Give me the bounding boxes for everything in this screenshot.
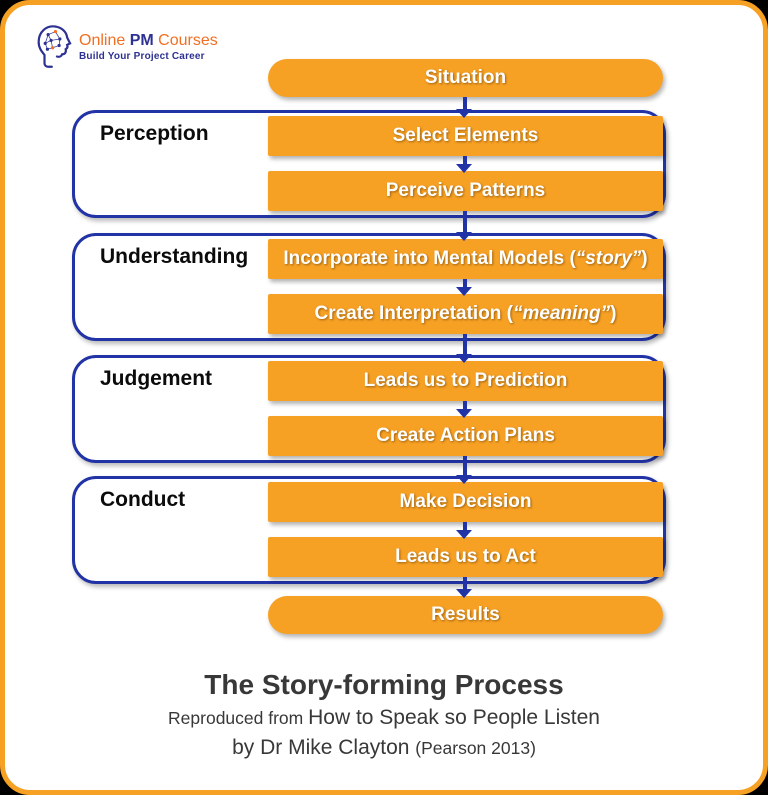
results-label: Results [431, 604, 500, 625]
process-box-incorporate-mental-models: Incorporate into Mental Models (“story”) [268, 239, 663, 279]
box-text: Leads us to Prediction [363, 370, 568, 391]
flow-arrow-down-icon [456, 211, 473, 241]
process-box-leads-to-prediction: Leads us to Prediction [268, 361, 663, 401]
caption-publisher: (Pearson 2013) [415, 738, 536, 758]
brand-logo: Online PM Courses Build Your Project Car… [35, 23, 218, 71]
box-text-emphasis: “meaning” [513, 303, 611, 324]
results-box: Results [268, 596, 663, 634]
logo-head-network-icon [37, 25, 72, 68]
flow-arrow-down-icon [456, 456, 473, 484]
box-text: Incorporate into Mental Models ( [283, 248, 576, 269]
situation-box: Situation [268, 59, 663, 97]
flow-arrow-down-icon [456, 156, 473, 173]
flow-arrow-down-icon [456, 334, 473, 363]
brand-pm: PM [129, 32, 154, 49]
caption-block: The Story-forming Process Reproduced fro… [5, 669, 763, 761]
brand-online: Online [79, 32, 126, 49]
caption-source-line: Reproduced from How to Speak so People L… [5, 705, 763, 731]
process-box-perceive-patterns: Perceive Patterns [268, 171, 663, 211]
brand-name: Online PM Courses [79, 32, 218, 50]
section-label-understanding: Understanding [100, 245, 249, 268]
brand-courses: Courses [158, 32, 218, 49]
process-box-leads-to-act: Leads us to Act [268, 537, 663, 577]
process-box-create-action-plans: Create Action Plans [268, 416, 663, 456]
box-text: Create Action Plans [376, 425, 555, 446]
box-text-emphasis: “story” [575, 248, 642, 269]
box-text: Leads us to Act [395, 546, 536, 567]
process-box-make-decision: Make Decision [268, 482, 663, 522]
process-box-select-elements: Select Elements [268, 116, 663, 156]
flow-arrow-down-icon [456, 279, 473, 296]
situation-label: Situation [424, 67, 507, 88]
caption-author-line: by Dr Mike Clayton (Pearson 2013) [5, 735, 763, 761]
flow-arrow-down-icon [456, 97, 473, 118]
flow-arrow-down-icon [456, 522, 473, 539]
box-text: ) [641, 248, 648, 269]
box-text: ) [610, 303, 617, 324]
flow-arrow-down-icon [456, 401, 473, 418]
box-text: Select Elements [392, 125, 539, 146]
process-box-create-interpretation: Create Interpretation (“meaning”) [268, 294, 663, 334]
flow-arrow-down-icon [456, 577, 473, 598]
diagram-title: The Story-forming Process [204, 669, 564, 700]
logo-text: Online PM Courses Build Your Project Car… [79, 32, 218, 62]
box-text: Make Decision [399, 491, 532, 512]
section-label-conduct: Conduct [100, 488, 186, 511]
box-text: Create Interpretation ( [314, 303, 514, 324]
caption-book-title: How to Speak so People Listen [308, 706, 600, 729]
caption-author: by Dr Mike Clayton [232, 736, 416, 759]
section-label-perception: Perception [100, 122, 209, 145]
box-text: Perceive Patterns [385, 180, 546, 201]
section-label-judgement: Judgement [100, 367, 213, 390]
brand-tagline: Build Your Project Career [79, 51, 205, 62]
caption-reproduced-from: Reproduced from [168, 708, 309, 728]
